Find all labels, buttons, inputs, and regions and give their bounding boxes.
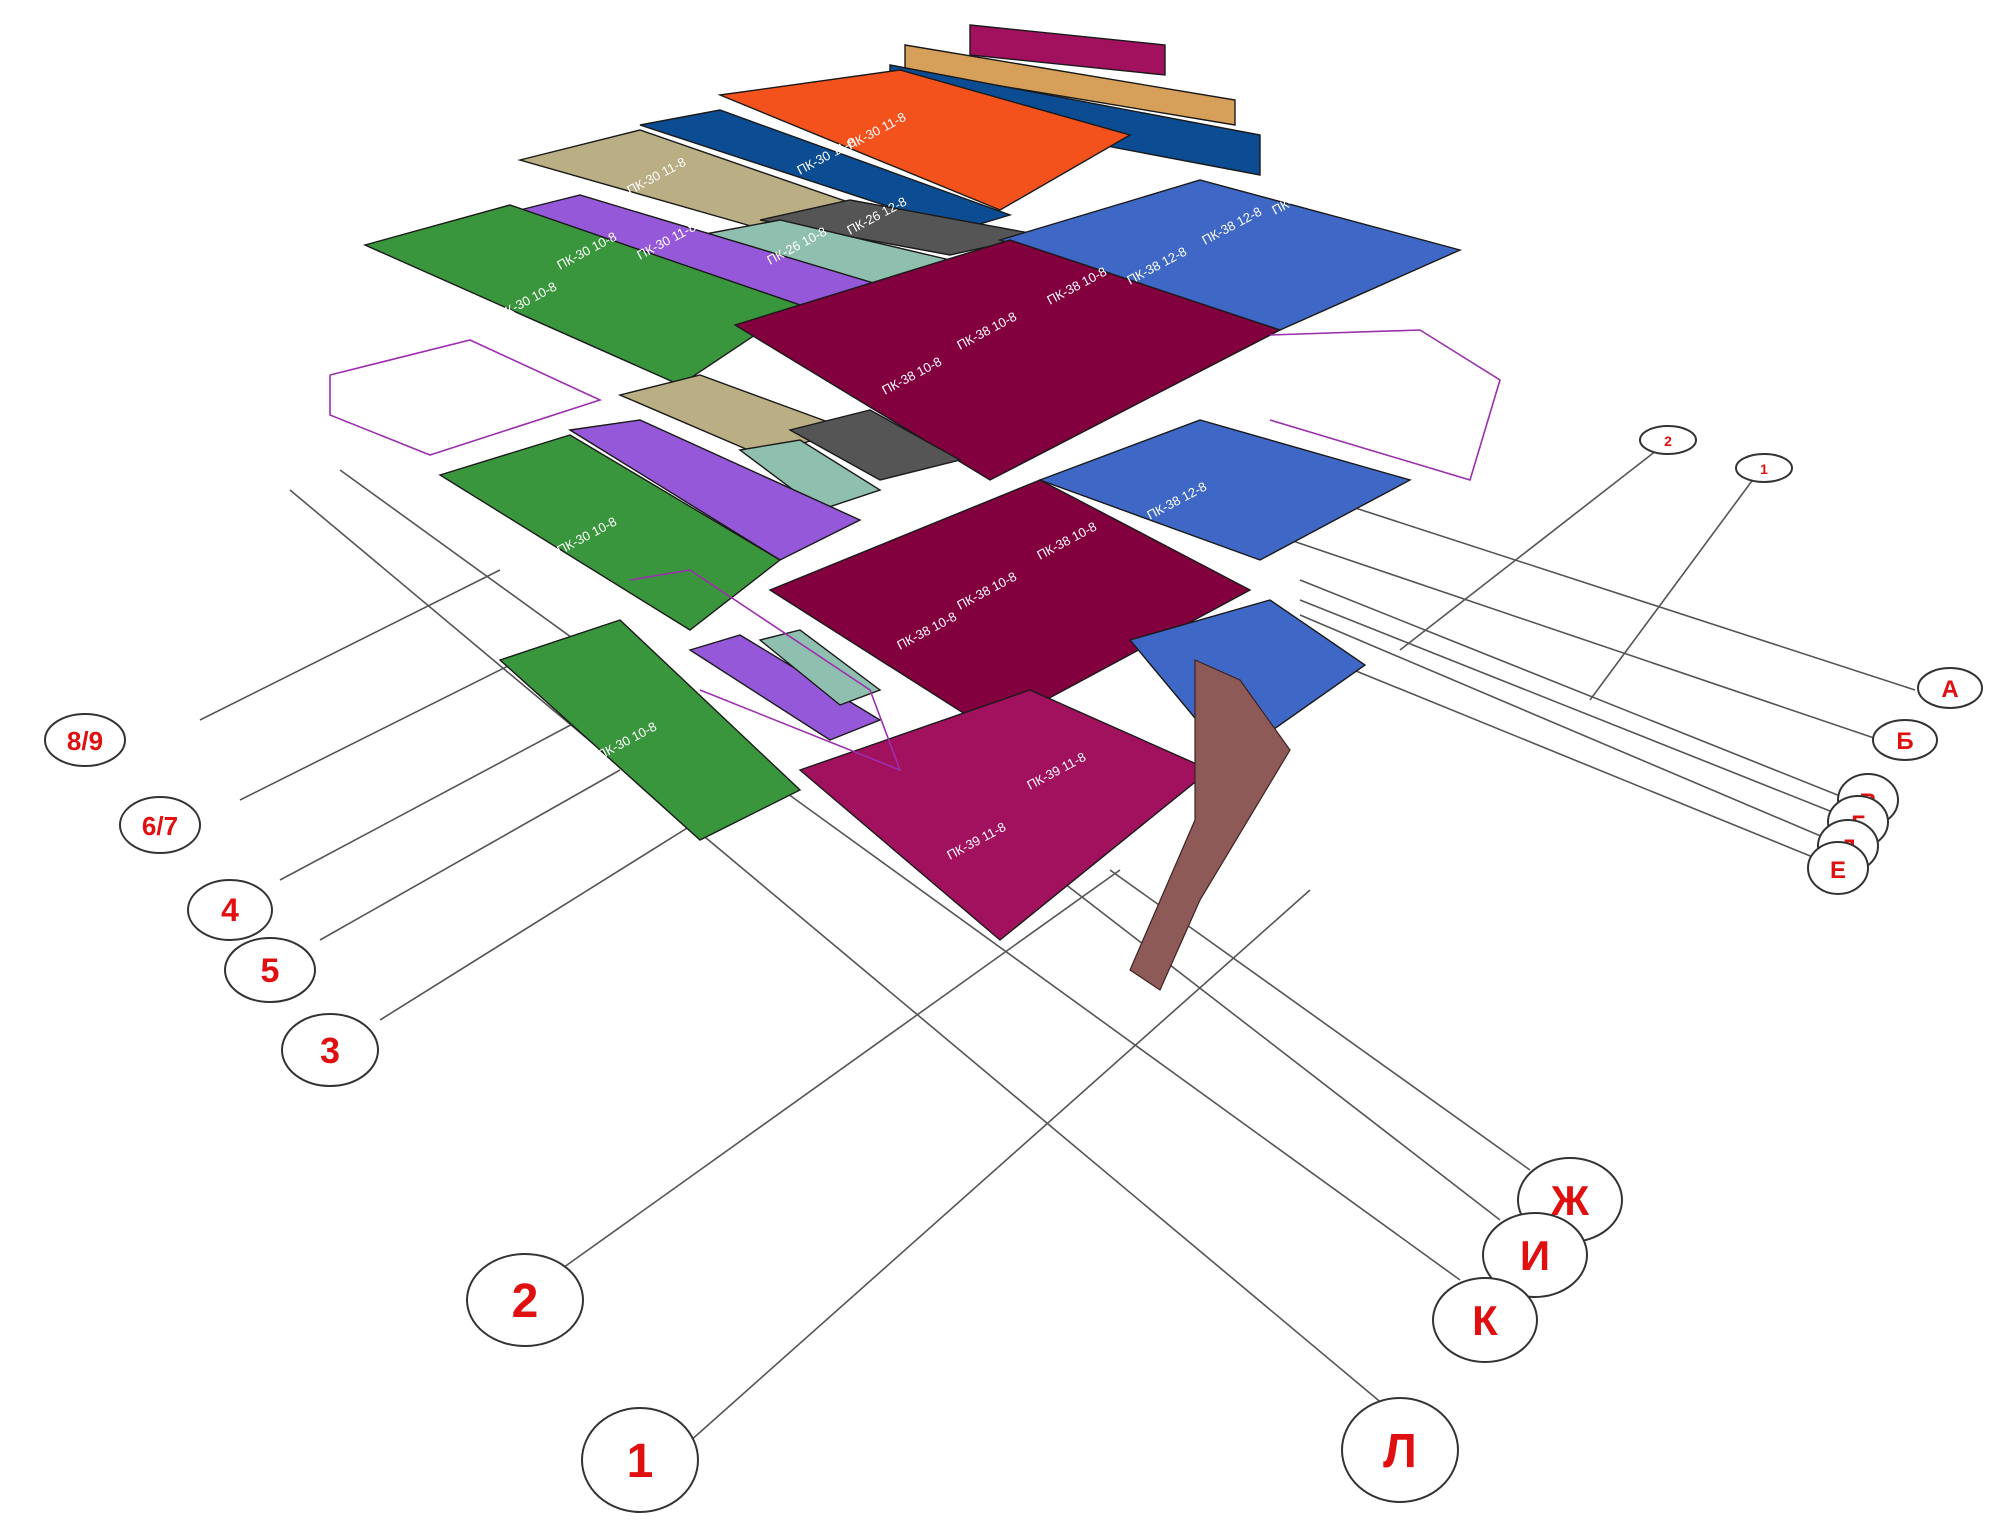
axis-line-67: [239, 649, 541, 801]
stair-brick: [1129, 659, 1291, 991]
axis-line-89: [199, 569, 501, 721]
railing-right: [1269, 329, 1501, 481]
slab-crimson-top: [733, 239, 1282, 481]
railings: [329, 329, 1501, 772]
axis-line-a: [1299, 489, 1916, 691]
axis-line-k: [339, 469, 1461, 1281]
svg-text:6/7: 6/7: [142, 811, 178, 841]
axis-line-e: [1279, 639, 1821, 861]
svg-text:Е: Е: [1830, 857, 1846, 884]
bubble-2: 2: [466, 1253, 584, 1347]
axis-line-5: [319, 769, 621, 941]
slab-orange-top: [717, 69, 1132, 211]
axis-line-i: [1059, 879, 1501, 1221]
axis-line-3: [379, 819, 701, 1021]
slab-navy-mid: [639, 109, 1013, 231]
slab-stack: [362, 24, 1463, 941]
axis-line-2: [559, 869, 1121, 1271]
bubble-5: 5: [224, 937, 316, 1003]
slab-gray-mid: [788, 409, 962, 481]
svg-text:1: 1: [627, 1435, 654, 1488]
slab-tan-back: [904, 44, 1236, 126]
axis-line-d: [1299, 614, 1831, 841]
svg-text:Б: Б: [1896, 728, 1913, 755]
axis-line-1: [679, 889, 1311, 1451]
slab-magenta-back: [969, 24, 1166, 76]
svg-text:Л: Л: [1383, 1425, 1417, 1478]
svg-text:К: К: [1472, 1297, 1498, 1344]
slab-mint-low: [758, 629, 882, 706]
bubble-a: А: [1917, 667, 1983, 709]
slab-violet-low: [688, 634, 882, 741]
slab-violet-mid: [567, 419, 862, 561]
axis-line-g: [1299, 599, 1841, 816]
slab-blue-mid: [1037, 419, 1412, 561]
svg-text:3: 3: [320, 1030, 340, 1071]
axis-line-l: [289, 489, 1391, 1411]
svg-text:2: 2: [1664, 433, 1672, 449]
slab-crimson-mid: [768, 479, 1252, 731]
svg-text:А: А: [1941, 676, 1958, 703]
grid-bubbles: А Б В Г Д Е 2 1: [44, 425, 1983, 1513]
axis-line-v: [1299, 579, 1851, 801]
svg-text:4: 4: [221, 892, 239, 928]
axis-line-4: [279, 719, 581, 881]
bubble-k: К: [1432, 1277, 1538, 1363]
grid-axis-lines: [199, 439, 1916, 1451]
bubble-e: Е: [1807, 841, 1869, 895]
axis-line-2-top: [1399, 439, 1671, 651]
bubble-2-top: 2: [1639, 425, 1697, 455]
bubble-l: Л: [1341, 1397, 1459, 1503]
svg-text:5: 5: [261, 952, 280, 990]
bubble-89: 8/9: [44, 713, 126, 767]
svg-text:2: 2: [512, 1275, 539, 1328]
bubble-1: 1: [581, 1407, 699, 1513]
bubble-4: 4: [187, 879, 273, 941]
railing-lower: [629, 569, 902, 772]
svg-text:8/9: 8/9: [67, 726, 103, 756]
axis-line-1-top: [1589, 469, 1761, 701]
slab-green-mid: [438, 434, 782, 631]
svg-text:1: 1: [1760, 461, 1768, 477]
bubble-i: И: [1482, 1212, 1588, 1298]
railing-left: [329, 339, 603, 456]
bubble-b: Б: [1872, 719, 1938, 761]
bubble-67: 6/7: [119, 796, 201, 854]
svg-text:И: И: [1520, 1232, 1550, 1279]
slab-green-low: [498, 619, 802, 841]
bubble-1-top: 1: [1735, 453, 1793, 483]
bubble-3: 3: [281, 1013, 379, 1087]
axis-line-b: [1289, 539, 1881, 741]
